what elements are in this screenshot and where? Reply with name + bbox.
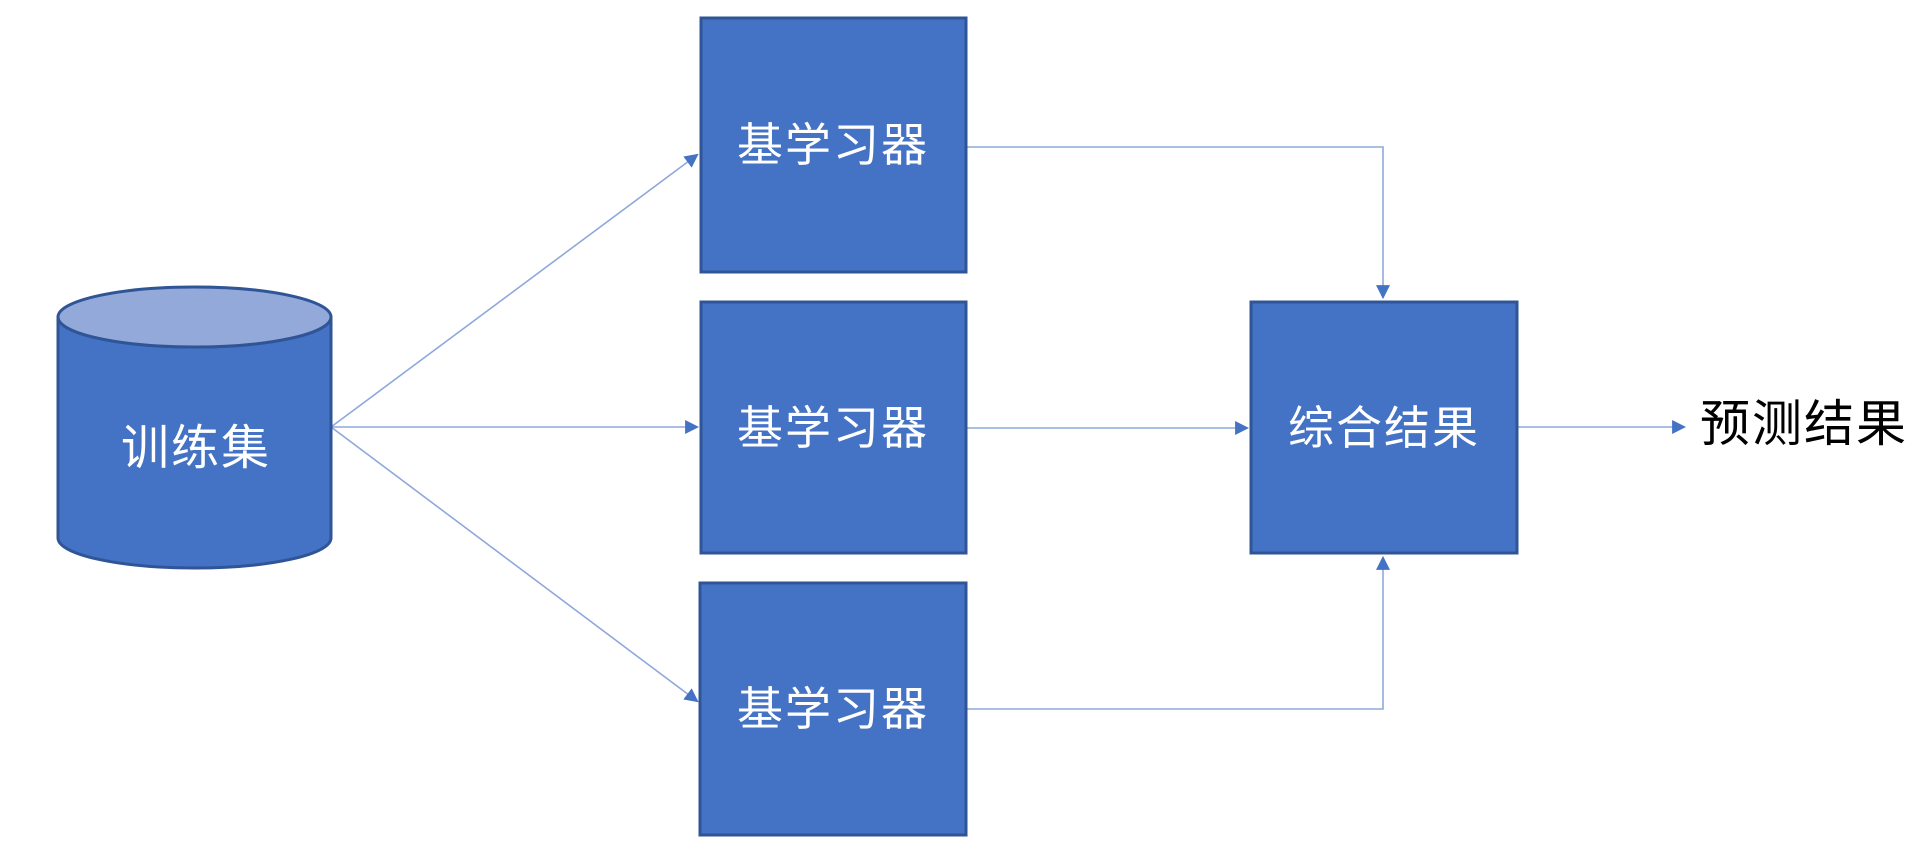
training-set-cylinder xyxy=(56,285,333,570)
base-learner-3-box xyxy=(698,581,968,837)
training-set-label: 训练集 xyxy=(120,422,272,475)
base-learner-3-label: 基学习器 xyxy=(737,683,929,735)
edge-training-to-learner1 xyxy=(330,153,699,428)
base-learner-1-label: 基学习器 xyxy=(737,119,929,171)
cylinder-top xyxy=(56,285,333,349)
aggregate-result-box xyxy=(1249,300,1519,555)
base-learner-2-box xyxy=(699,300,968,555)
edge-learner3-to-aggregate xyxy=(966,555,1390,710)
prediction-result-label: 预测结果 xyxy=(1700,396,1908,452)
edge-training-to-learner3 xyxy=(330,426,699,703)
edge-learner1-to-aggregate xyxy=(966,146,1390,300)
base-learner-2-label: 基学习器 xyxy=(737,402,929,454)
aggregate-result-label: 综合结果 xyxy=(1288,402,1480,454)
base-learner-1-box xyxy=(699,16,968,274)
